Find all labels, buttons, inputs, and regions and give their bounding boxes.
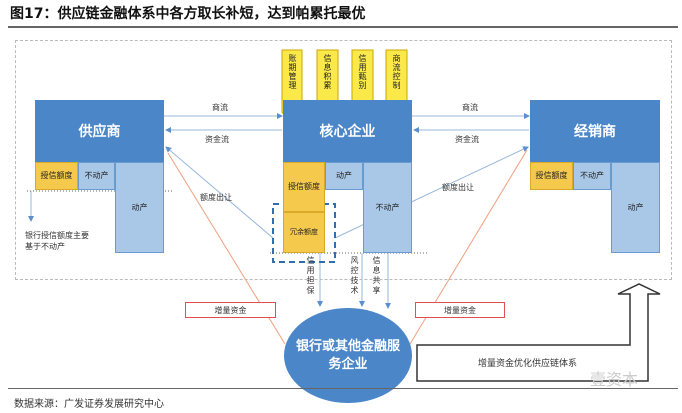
bank-ellipse: 银行或其他金融服务企业	[284, 308, 412, 403]
distributor-movable: 动产	[611, 162, 660, 253]
label-commerce-left: 商流	[212, 103, 228, 112]
incremental-funds-left: 增量资金	[185, 302, 276, 318]
supplier-box: 供应商	[35, 100, 164, 162]
tag-commerce-control: 商流控制	[392, 54, 401, 90]
bank-credit-note: 银行授信额度主要基于不动产	[25, 231, 89, 252]
core-credit: 授信额度	[283, 162, 325, 212]
supplier-fixed: 不动产	[78, 162, 115, 190]
core-movable: 动产	[325, 162, 363, 190]
watermark: 壹资本	[590, 370, 639, 389]
label-funds-left: 资金流	[205, 135, 229, 144]
footer-rule	[8, 388, 678, 389]
label-credit-guarantee: 信用担保	[306, 256, 315, 296]
tag-credit-screening: 信用甄别	[358, 54, 367, 90]
distributor-fixed: 不动产	[573, 162, 611, 190]
title-rule	[8, 26, 678, 28]
distributor-credit: 授信额度	[530, 162, 573, 190]
diagram-frame	[15, 40, 672, 280]
optimize-big-arrow	[416, 283, 661, 382]
source-note: 数据来源：广发证券发展研究中心	[14, 399, 164, 410]
figure-title: 图17：供应链金融体系中各方取长补短，达到帕累托最优	[10, 6, 366, 22]
optimize-label: 增量资金优化供应链体系	[478, 359, 578, 369]
label-funds-right: 资金流	[455, 135, 479, 144]
supplier-movable: 动产	[115, 162, 164, 253]
label-quota-left: 额度出让	[200, 193, 232, 202]
label-risk-tech: 风控技术	[350, 256, 359, 296]
label-info-sharing: 信息共享	[372, 256, 381, 296]
supplier-credit: 授信额度	[35, 162, 78, 190]
incremental-funds-right: 增量资金	[415, 302, 505, 318]
distributor-box: 经销商	[530, 100, 660, 162]
tag-info-accumulation: 信息积累	[323, 54, 332, 90]
core-enterprise-box: 核心企业	[283, 100, 412, 162]
tag-payment-term: 账期管理	[288, 54, 297, 90]
label-commerce-right: 商流	[462, 103, 478, 112]
core-fixed: 不动产	[363, 162, 412, 253]
core-redundant: 冗余额度	[283, 212, 325, 253]
label-quota-right: 额度出让	[442, 183, 474, 192]
quota-arrow-left	[165, 146, 274, 239]
